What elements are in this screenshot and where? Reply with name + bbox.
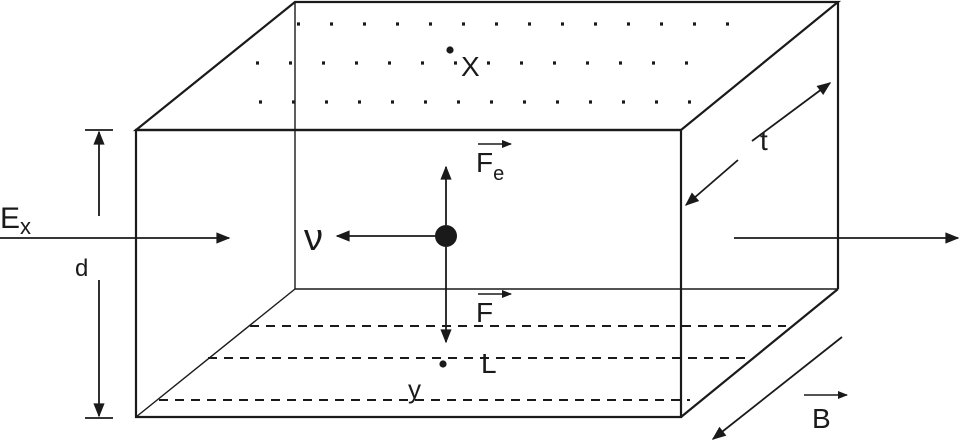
thickness-arrow-lower: [684, 159, 739, 206]
top-charge-dots: [256, 22, 742, 104]
magnetic-field-label: B: [812, 403, 831, 434]
hidden-edges: [135, 2, 838, 418]
bottom-left-edge: [135, 288, 296, 418]
thickness-label: t: [760, 125, 768, 156]
box-outline: [132, 0, 842, 419]
top-face: [132, 0, 842, 132]
point-x-dot: [446, 46, 454, 54]
magnetic-field-direction-arrow: [711, 336, 843, 440]
thickness-dimension: [684, 82, 832, 206]
point-l-dot: [439, 360, 447, 368]
height-dimension: [85, 129, 113, 419]
electric-field-label: Ex: [0, 202, 31, 239]
right-bottom-edge: [680, 288, 839, 418]
carrier-arrows: [335, 165, 452, 344]
height-label: d: [75, 255, 88, 282]
electric-force-label: Fe: [476, 147, 504, 185]
top-point-label: X: [461, 51, 480, 82]
bottom-point-label: L: [481, 348, 497, 379]
charge-carrier: [435, 225, 457, 247]
bottom-face-label: y: [408, 374, 421, 404]
velocity-label: ν: [304, 217, 323, 259]
bottom-charge-dashes: [159, 325, 786, 401]
thickness-arrow-upper: [751, 82, 832, 142]
magnetic-force-label: F: [476, 297, 493, 328]
vector-overbars: [478, 140, 848, 399]
